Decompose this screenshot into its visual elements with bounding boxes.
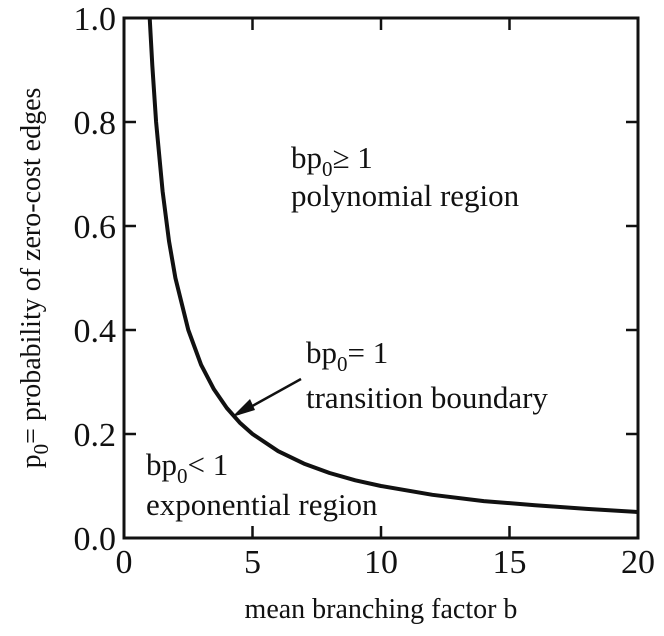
annotation-polynomial-rel: ≥ 1: [333, 140, 373, 175]
y-tick-label: 0.6: [74, 209, 117, 246]
x-ticks: 0 5 10 15 20: [116, 18, 655, 581]
annotation-exponential-label: exponential region: [146, 487, 378, 522]
x-axis-title: mean branching factor b: [245, 594, 518, 625]
x-tick-label: 5: [244, 544, 261, 581]
annotation-transition-base: bp: [306, 335, 337, 370]
annotation-polynomial-base: bp: [291, 140, 322, 175]
annotation-exponential-rel: < 1: [188, 447, 229, 482]
annotation-transition-label: transition boundary: [306, 380, 548, 415]
annotation-exponential: bp0< 1 exponential region: [146, 447, 378, 522]
svg-text:bp0< 1: bp0< 1: [146, 447, 228, 488]
annotation-transition-sub: 0: [337, 352, 348, 376]
x-tick-label: 15: [493, 544, 527, 581]
annotation-transition-rel: = 1: [348, 335, 389, 370]
annotation-polynomial: bp0≥ 1 polynomial region: [291, 140, 520, 213]
annotation-polynomial-label: polynomial region: [291, 178, 520, 213]
annotation-polynomial-sub: 0: [322, 157, 333, 181]
y-ticks: 0.0 0.2 0.4 0.6 0.8 1.0: [74, 1, 638, 558]
x-tick-label: 0: [116, 544, 133, 581]
y-axis-title: p0= probability of zero-cost edges: [16, 88, 53, 469]
svg-text:p0= probability of zero-cost e: p0= probability of zero-cost edges: [16, 88, 53, 469]
annotation-exponential-base: bp: [146, 447, 177, 482]
y-tick-label: 0.8: [74, 105, 117, 142]
y-axis-title-rest: = probability of zero-cost edges: [16, 88, 47, 444]
y-tick-label: 0.4: [74, 313, 117, 350]
y-axis-title-sub: 0: [29, 444, 53, 455]
annotation-arrow-head: [232, 399, 255, 417]
annotation-exponential-sub: 0: [177, 464, 188, 488]
y-tick-label: 0.0: [74, 521, 117, 558]
x-tick-label: 20: [621, 544, 655, 581]
series-line: [147, 17, 639, 514]
x-tick-label: 10: [364, 544, 398, 581]
y-axis-title-base: p: [16, 454, 47, 468]
svg-text:bp0≥ 1: bp0≥ 1: [291, 140, 373, 181]
y-tick-label: 0.2: [74, 417, 117, 454]
annotation-transition: bp0= 1 transition boundary: [232, 335, 548, 417]
svg-text:bp0= 1: bp0= 1: [306, 335, 388, 376]
y-tick-label: 1.0: [74, 1, 117, 38]
